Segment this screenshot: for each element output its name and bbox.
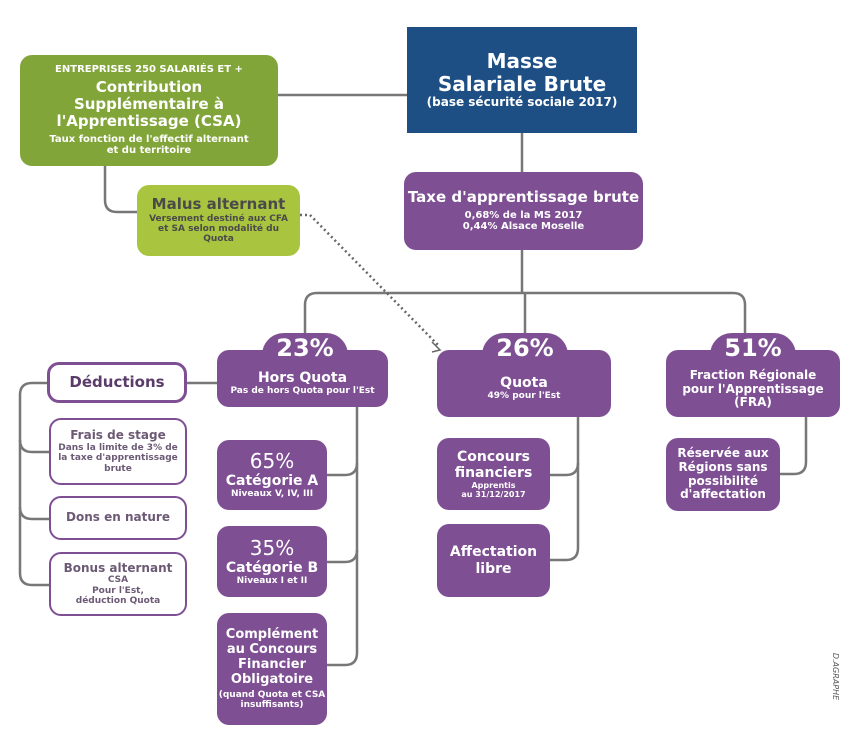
categorie-b-pct: 35% (249, 535, 295, 560)
deductions-box: Déductions (47, 362, 187, 403)
malus-box: Malus alternant Versement destiné aux CF… (137, 185, 300, 256)
taxe-title: Taxe d'apprentissage brute (407, 188, 640, 207)
hors-quota-pct: 23% (262, 333, 348, 363)
quota-box: Quota 49% pour l'Est (437, 350, 611, 417)
fra-title: Fraction Régionale pour l'Apprentissage … (682, 367, 824, 410)
complement-box: Complément au Concours Financier Obligat… (217, 613, 327, 725)
deduction-sub: CSA (107, 575, 129, 586)
categorie-a-title: Catégorie A (225, 473, 319, 490)
hors-quota-sub: Pas de hors Quota pour l'Est (230, 386, 375, 397)
reservee-title: Réservée aux Régions sans possibilité d'… (677, 445, 769, 502)
categorie-b-sub: Niveaux I et II (236, 575, 308, 586)
deduction-title: Dons en nature (66, 510, 170, 525)
categorie-a-pct: 65% (249, 449, 295, 474)
deduction-item: Bonus alternant CSA Pour l'Est, déductio… (49, 552, 187, 616)
csa-sub: Taux fonction de l'effectif alternant et… (49, 133, 249, 157)
taxe-box: Taxe d'apprentissage brute 0,68% de la M… (404, 172, 643, 250)
concours-sub-2: au 31/12/2017 (461, 490, 526, 500)
deduction-item: Frais de stage Dans la limite de 3% de l… (49, 418, 187, 485)
deduction-title: Bonus alternant (63, 560, 173, 575)
affectation-box: Affectation libre (437, 524, 550, 597)
malus-sub: Versement destiné aux CFA et SA selon mo… (149, 213, 288, 245)
signature: D.AGRAPHE (831, 652, 841, 701)
categorie-b-box: 35% Catégorie B Niveaux I et II (217, 526, 327, 597)
csa-title: Contribution Supplémentaire à l'Apprenti… (56, 77, 242, 131)
quota-sub: 49% pour l'Est (487, 391, 561, 402)
complement-title: Complément au Concours Financier Obligat… (225, 626, 319, 687)
concours-title: Concours financiers (454, 448, 533, 481)
quota-title: Quota (500, 375, 548, 392)
deduction-title: Frais de stage (70, 428, 166, 443)
hors-quota-title: Hors Quota (257, 370, 348, 387)
taxe-line-1: 0,68% de la MS 2017 (464, 209, 583, 221)
quota-pct: 26% (482, 333, 568, 363)
malus-title: Malus alternant (151, 195, 286, 214)
masse-title: Masse Salariale Brute (437, 49, 607, 97)
categorie-b-title: Catégorie B (225, 559, 319, 576)
fra-pct: 51% (710, 333, 796, 363)
masse-salariale-box: Masse Salariale Brute (base sécurité soc… (407, 27, 637, 133)
reservee-box: Réservée aux Régions sans possibilité d'… (666, 438, 780, 511)
csa-box: ENTREPRISES 250 SALARIÉS ET + Contributi… (20, 55, 278, 166)
concours-box: Concours financiers Apprentis au 31/12/2… (437, 438, 550, 510)
categorie-a-sub: Niveaux V, IV, III (230, 489, 314, 500)
complement-sub: (quand Quota et CSA insuffisants) (218, 689, 326, 710)
deductions-title: Déductions (69, 372, 165, 391)
csa-top: ENTREPRISES 250 SALARIÉS ET + (55, 64, 243, 76)
concours-sub: Apprentis (471, 480, 516, 490)
taxe-line-2: 0,44% Alsace Moselle (462, 221, 585, 233)
deduction-item: Dons en nature (49, 496, 187, 540)
affectation-title: Affectation libre (449, 544, 538, 577)
categorie-a-box: 65% Catégorie A Niveaux V, IV, III (217, 440, 327, 510)
deduction-sub-2: Pour l'Est, déduction Quota (75, 585, 161, 607)
masse-sub: (base sécurité sociale 2017) (426, 95, 618, 110)
deduction-sub: Dans la limite de 3% de la taxe d'appren… (58, 442, 178, 474)
